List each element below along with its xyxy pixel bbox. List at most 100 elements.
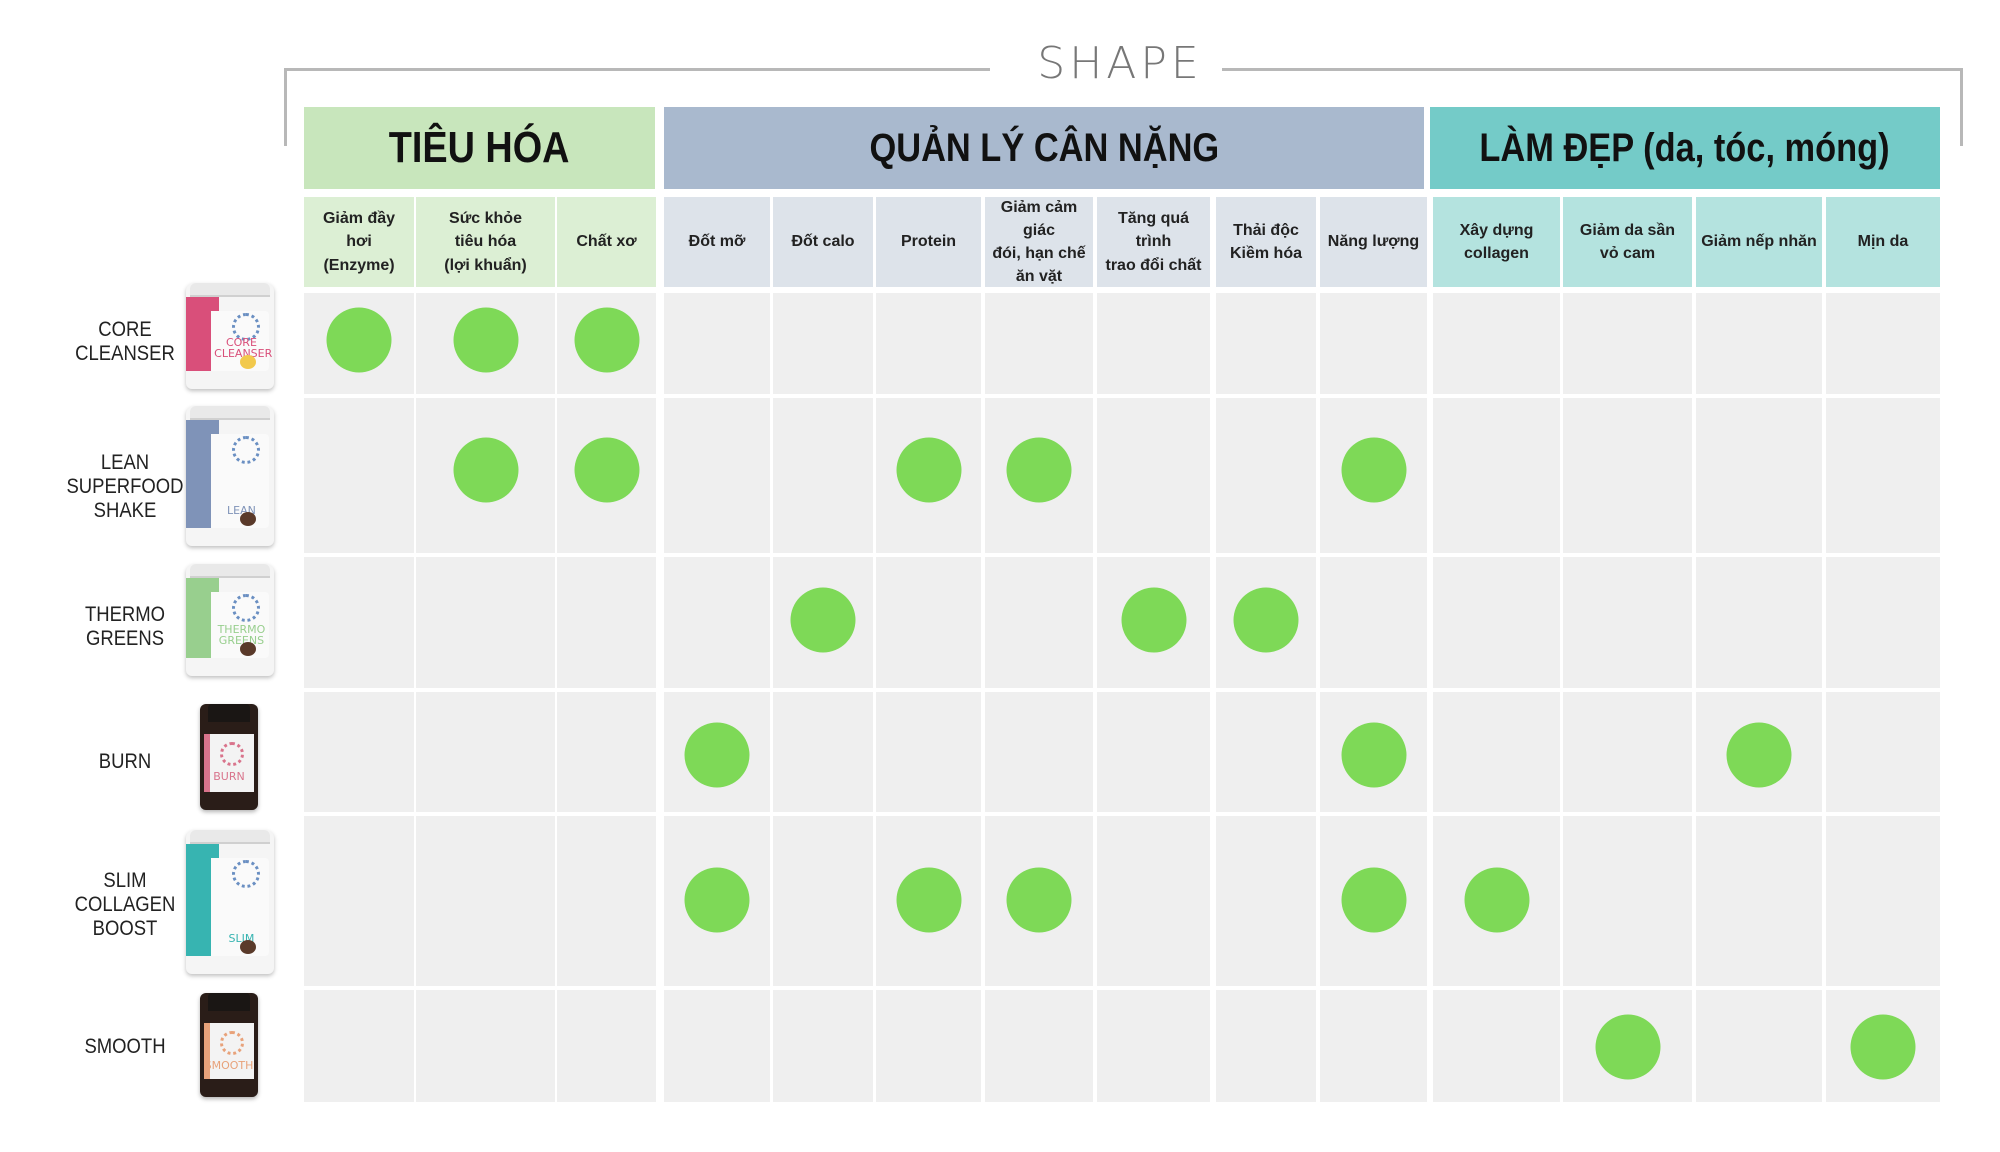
jar-cap [208,993,250,1011]
benefit-dot [1341,722,1406,788]
benefit-column-header: Thải độc Kiềm hóa [1216,197,1316,287]
brand-logo-icon [231,313,260,341]
product-image-burn-jar: BURN [200,704,258,810]
product-image-text: BURN [213,770,245,783]
benefit-dot [453,307,518,373]
matrix-cell [1563,816,1692,986]
brand-logo-icon [220,742,244,766]
matrix-cell [304,692,414,812]
matrix-cell [1826,557,1940,688]
matrix-cell [557,816,656,986]
matrix-cell [773,398,873,553]
product-image-text: SMOOTH [204,1059,254,1072]
matrix-cell [1696,293,1822,394]
benefit-column-header: Đốt mỡ [664,197,770,287]
matrix-cell [1216,990,1316,1102]
benefit-dot [1595,1014,1660,1080]
product-name: BURN [98,750,152,773]
bracket-top-right [1222,68,1962,71]
benefit-column-header: Giảm da sần vỏ cam [1563,197,1692,287]
benefit-column-header: Protein [876,197,981,287]
product-lid [190,406,270,420]
matrix-cell [1097,816,1210,986]
benefit-dot [1121,587,1186,653]
benefit-dot [326,307,392,373]
matrix-cell [1097,692,1210,812]
benefit-dot [1726,722,1792,788]
matrix-cell [304,398,414,553]
product-lid [190,830,270,844]
benefit-column-header: Sức khỏe tiêu hóa (lợi khuẩn) [416,197,555,287]
matrix-cell [1696,990,1822,1102]
matrix-cell [1320,293,1427,394]
matrix-cell [416,692,555,812]
product-image-lean-tub: LEAN [186,406,274,546]
matrix-cell [1433,557,1560,688]
product-lid [190,283,270,297]
product-image-text: CORE CLEANSER [214,336,273,360]
benefit-dot [1341,867,1406,933]
matrix-cell [1433,692,1560,812]
matrix-cell [1563,293,1692,394]
benefit-column-header: Giảm cảm giác đói, hạn chế ăn vặt [985,197,1093,287]
jar-cap [208,704,250,722]
matrix-cell [416,816,555,986]
category-header: QUẢN LÝ CÂN NẶNG [664,107,1424,189]
matrix-cell [1097,398,1210,553]
product-name: LEAN SUPERFOOD SHAKE [66,451,184,522]
product-lid [190,564,270,578]
matrix-cell [664,557,770,688]
matrix-cell [1216,692,1316,812]
benefit-dot [1006,867,1072,933]
benefit-dot [574,307,639,373]
matrix-cell [876,990,981,1102]
benefit-column-header: Giảm đầy hơi (Enzyme) [304,197,414,287]
brand-logo-icon [231,436,260,464]
matrix-cell [985,557,1093,688]
benefit-dot [574,437,639,503]
brand-logo-icon [220,1031,244,1055]
matrix-cell [557,557,656,688]
chart-title: SHAPE [1037,38,1203,89]
matrix-cell [557,692,656,812]
benefit-column-header: Giảm nếp nhăn [1696,197,1822,287]
matrix-cell [876,692,981,812]
matrix-cell [1433,990,1560,1102]
matrix-cell [773,990,873,1102]
matrix-cell [876,557,981,688]
benefit-dot [453,437,518,503]
matrix-cell [304,816,414,986]
benefit-column-header: Năng lượng [1320,197,1427,287]
benefit-dot [1464,867,1529,933]
brand-logo-icon [231,860,260,888]
matrix-cell [985,990,1093,1102]
category-label: LÀM ĐẸP (da, tóc, móng) [1479,125,1891,170]
matrix-cell [1696,398,1822,553]
matrix-cell [1563,398,1692,553]
matrix-cell [664,398,770,553]
matrix-cell [1563,557,1692,688]
product-image-text: SLIM [228,932,255,945]
product-image-thermo-greens-tub: THERMO GREENS [186,564,274,676]
bracket-left-leg [284,68,287,146]
product-ingredient-icon [240,940,256,954]
benefit-column-header: Xây dựng collagen [1433,197,1560,287]
matrix-cell [1826,398,1940,553]
benefit-column-header: Chất xơ [557,197,656,287]
benefit-dot [790,587,856,653]
category-label: TIÊU HÓA [389,123,570,172]
matrix-cell [773,816,873,986]
benefit-dot [684,867,750,933]
matrix-cell [304,557,414,688]
product-ingredient-icon [240,642,256,656]
matrix-cell [416,990,555,1102]
matrix-cell [1320,990,1427,1102]
matrix-cell [1696,557,1822,688]
product-ingredient-icon [240,355,256,369]
matrix-cell [1696,816,1822,986]
matrix-cell [1320,557,1427,688]
matrix-cell [1433,398,1560,553]
matrix-cell [664,293,770,394]
matrix-cell [1097,293,1210,394]
product-image-slim-collagen-tub: SLIM [186,830,274,974]
